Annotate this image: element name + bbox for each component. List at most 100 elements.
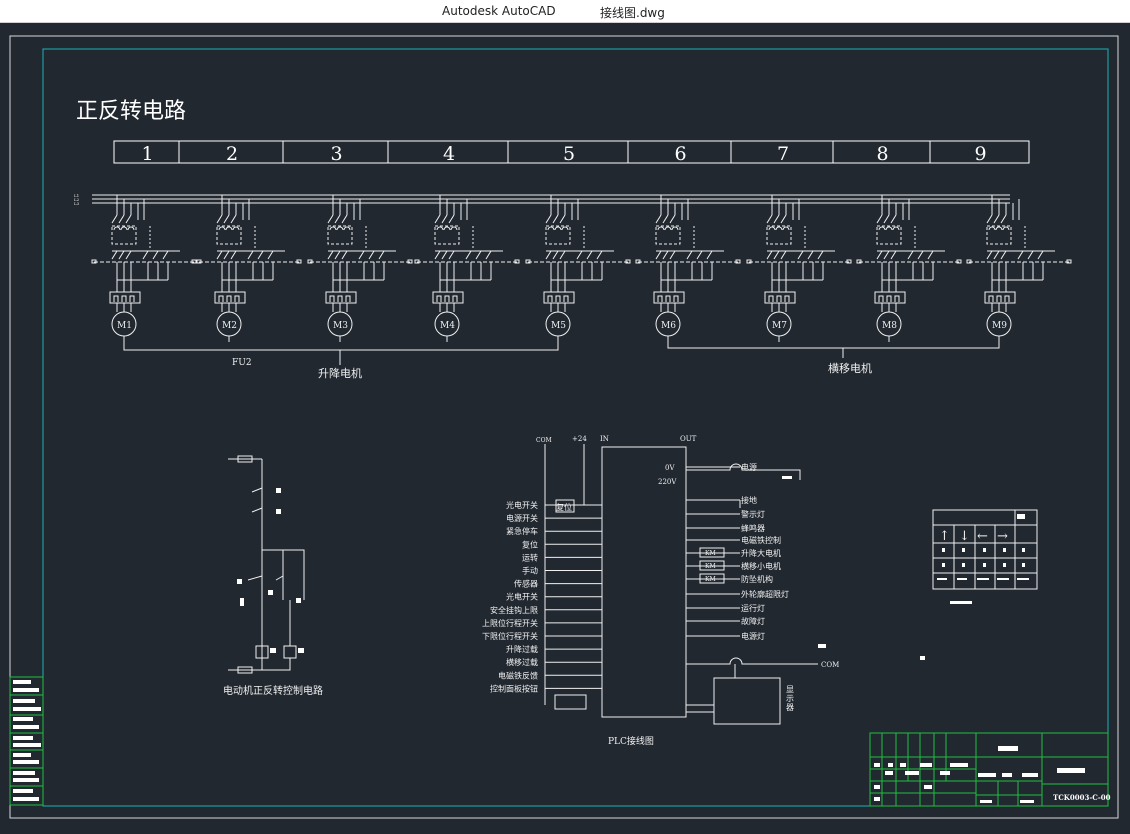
fuse-label: FU2 [232,358,252,368]
plc-reset-box: 复位 [556,502,572,512]
motor-circuit: M4 [414,195,520,342]
plc-input-label: 横移过载 [506,657,538,667]
km-relay-label: KM [705,563,716,570]
motor-circuit: M7 [746,195,852,342]
bus-label-l3: L3 [74,201,80,206]
plc-output-label: 外轮廓超限灯 [741,589,789,599]
revision-strip [9,676,44,806]
plc-mark-1 [782,476,792,479]
motor-circuit: M8 [856,195,962,342]
keypad-diagram [932,509,1038,590]
plc-com-out-label: COM [821,661,839,669]
km-relay-label: KM [705,576,716,583]
plc-output-label: 防坠机构 [741,574,773,584]
column-number: 1 [142,143,154,165]
plc-input-label: 上限位行程开关 [482,618,538,628]
file-name[interactable]: 接线图.dwg [600,6,665,20]
plc-in-label: IN [600,435,609,443]
keypad-arrow-left: ← [977,529,988,544]
plc-input-label: 复位 [522,539,538,549]
km-relay-box [699,560,725,571]
column-number-bar [113,140,1030,164]
lift-motor-label: 升降电机 [318,366,362,380]
motor-circuit: M5 [525,195,631,342]
keypad-marks [937,514,1029,604]
bus-label-l2: L2 [74,197,80,202]
plc-output-label: 接地 [741,495,757,505]
motor-circuit: M1 [91,195,197,342]
plc-input-label: 紧急停车 [506,526,538,536]
plc-input-label: 电源开关 [506,513,538,523]
motor-circuit: M2 [196,195,302,342]
column-number: 4 [443,143,455,165]
motor-group-lines [123,340,1000,365]
outer-frame [9,35,1119,819]
plc-output-label: 蜂鸣器 [741,523,765,533]
plc-com-wire [686,463,818,678]
plc-input-label: 手动 [522,566,538,576]
column-number: 8 [877,143,889,165]
motor-label: M8 [882,321,897,331]
keypad-arrow-right: → [997,529,1008,544]
km-relay-box [699,573,725,584]
plc-input-label: 电磁铁反馈 [498,670,538,680]
revision-strip-marks [13,680,41,801]
plc-output-label: 电源灯 [741,631,765,641]
plc-out-label: OUT [680,435,697,443]
bus-label-l1: L1 [74,193,79,198]
keypad-arrow-up: ↑ [939,529,950,544]
title-bar: Autodesk AutoCAD 接线图.dwg [0,0,1130,23]
motor-label: M9 [992,321,1007,331]
km-relay-box [699,547,725,558]
motor-label: M7 [772,321,787,331]
plc-input-label: 控制面板按钮 [490,683,538,693]
motor-label: M4 [440,321,455,331]
plc-output-label: 运行灯 [741,603,765,613]
plc-input-label: 升降过载 [506,644,538,654]
motor-circuit: M9 [966,195,1072,342]
plc-diagram [544,444,781,725]
drawing-number: TCK0003-C-00 [1053,793,1111,802]
column-number: 5 [563,143,575,165]
plc-plus24-label: +24 [572,435,587,443]
column-number: 3 [331,143,343,165]
plc-output-label: 升降大电机 [741,548,781,558]
plc-input-label: 传感器 [514,579,538,589]
motor-label: M5 [551,321,566,331]
plc-output-label: 警示灯 [741,509,765,519]
column-number: 7 [777,143,789,165]
plc-0v-label: 0V [665,464,675,472]
motor-label: M6 [661,321,676,331]
column-number: 9 [975,143,987,165]
plc-mark-3 [920,656,925,660]
control-circuit [228,455,305,674]
plc-mark-2 [818,644,826,648]
column-numbers: 1 2 3 4 5 6 7 8 9 [142,141,987,165]
plc-220v-label: 220V [658,478,677,486]
plc-output-label: 电磁铁控制 [741,535,781,545]
plc-output-label: 电源 [741,462,757,472]
motor-circuit: M6 [635,195,741,342]
app-name: Autodesk AutoCAD [442,4,556,18]
traverse-motor-label: 横移电机 [828,361,872,375]
plc-input-label: 光电开关 [506,500,538,510]
keypad-arrow-down: ↓ [959,529,970,544]
plc-input-label: 运转 [522,552,538,562]
column-number: 2 [226,143,238,165]
column-number: 6 [675,143,687,165]
motor-label: M3 [333,321,348,331]
plc-com-label: COM [536,437,552,444]
title-block [869,732,1109,807]
plc-input-label: 光电开关 [506,592,538,602]
plc-input-label: 安全挂钩上限 [490,605,538,615]
plc-caption: PLC接线图 [608,735,654,747]
motor-label: M1 [117,321,132,331]
plc-input-label: 下限位行程开关 [482,631,538,641]
km-relay-label: KM [705,550,716,557]
plc-output-label: 故障灯 [741,616,765,626]
control-circuit-caption: 电动机正反转控制电路 [223,684,323,697]
